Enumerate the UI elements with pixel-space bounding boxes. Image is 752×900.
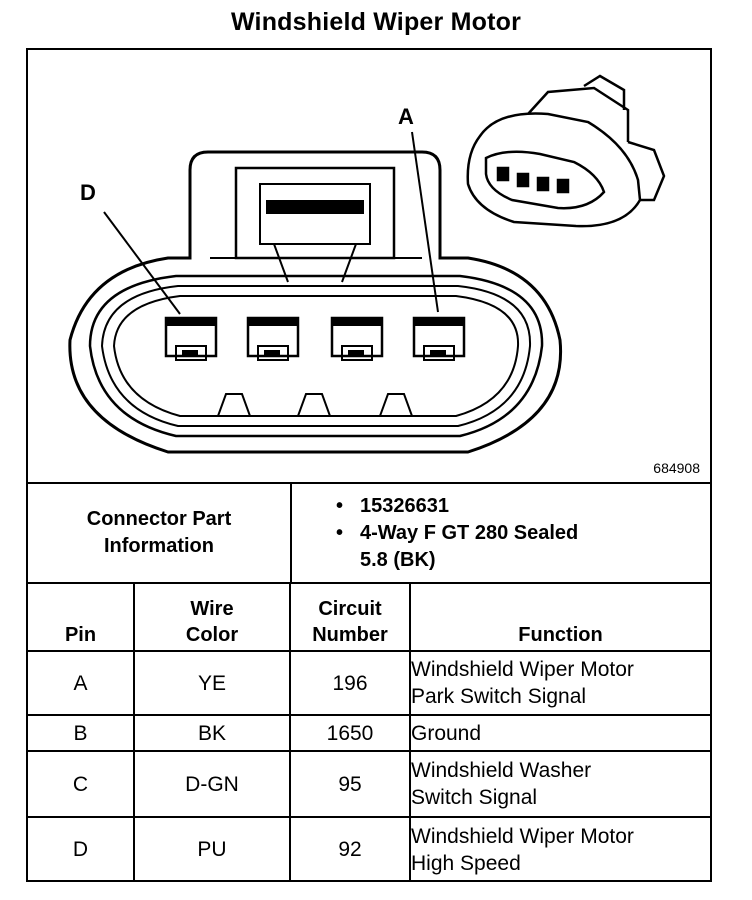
connector-outer-shell bbox=[68, 150, 563, 454]
pin-cell: A bbox=[28, 650, 135, 716]
connector-isometric-view bbox=[466, 74, 666, 228]
circuit-cell: 95 bbox=[289, 750, 411, 818]
key-notch-1 bbox=[217, 393, 251, 417]
connector-frame: D A 684908 Connector Part Information •1… bbox=[26, 48, 712, 882]
pin-cell: C bbox=[28, 750, 135, 818]
leader-line-a bbox=[411, 131, 439, 313]
connector-face-drawing bbox=[68, 74, 666, 454]
header-circuit-number: Circuit Number bbox=[289, 582, 411, 652]
table-row: D PU 92 Windshield Wiper Motor High Spee… bbox=[28, 816, 710, 881]
wire-color-cell: YE bbox=[133, 650, 291, 716]
pin-cavity-c bbox=[246, 316, 300, 361]
part-number: 15326631 bbox=[360, 494, 449, 517]
circuit-cell: 1650 bbox=[289, 714, 411, 752]
function-cell: Windshield Wiper Motor High Speed bbox=[409, 816, 710, 881]
pin-cell: B bbox=[28, 714, 135, 752]
latch-bar bbox=[266, 200, 364, 214]
pin-cavity-b bbox=[330, 316, 384, 361]
circuit-cell: 92 bbox=[289, 816, 411, 881]
table-row: A YE 196 Windshield Wiper Motor Park Swi… bbox=[28, 650, 710, 716]
part-description-cont: 5.8 (BK) bbox=[360, 548, 436, 571]
header-wire-color: Wire Color bbox=[133, 582, 291, 652]
part-description: 4-Way F GT 280 Sealed bbox=[360, 521, 579, 544]
function-cell: Windshield Wiper Motor Park Switch Signa… bbox=[409, 650, 710, 716]
wire-color-cell: D-GN bbox=[133, 750, 291, 818]
wire-color-cell: PU bbox=[133, 816, 291, 881]
table-row: C D-GN 95 Windshield Washer Switch Signa… bbox=[28, 750, 710, 818]
connector-info-label: Connector Part Information bbox=[28, 482, 292, 582]
pinout-table: Pin Wire Color Circuit Number Function A… bbox=[28, 582, 710, 881]
header-pin: Pin bbox=[28, 582, 135, 652]
pin-cell: D bbox=[28, 816, 135, 881]
connector-part-info: Connector Part Information •15326631 • 4… bbox=[28, 482, 710, 582]
table-row: B BK 1650 Ground bbox=[28, 714, 710, 752]
key-notch-3 bbox=[379, 393, 413, 417]
leader-line-d bbox=[103, 211, 181, 315]
connector-info-values: •15326631 • 4-Way F GT 280 Sealed 5.8 (B… bbox=[291, 482, 710, 582]
figure-id: 684908 bbox=[653, 460, 700, 476]
pin-cavity-d bbox=[164, 316, 218, 361]
diagram-title: Windshield Wiper Motor bbox=[230, 8, 522, 36]
header-function: Function bbox=[409, 582, 710, 652]
pin-cavity-a bbox=[412, 316, 466, 361]
connector-seal-mid bbox=[100, 285, 532, 427]
part-description-line: • 4-Way F GT 280 Sealed 5.8 (BK) bbox=[292, 520, 710, 574]
connector-seal-inner bbox=[112, 295, 520, 417]
connector-seal-outer bbox=[88, 274, 544, 438]
function-cell: Ground bbox=[409, 714, 710, 752]
callout-pin-a: A bbox=[398, 104, 414, 129]
function-cell: Windshield Washer Switch Signal bbox=[409, 750, 710, 818]
connector-illustration: D A 684908 bbox=[28, 50, 710, 482]
callout-pin-d: D bbox=[80, 180, 96, 205]
latch-tab bbox=[259, 183, 371, 245]
pinout-header-row: Pin Wire Color Circuit Number Function bbox=[28, 582, 710, 652]
circuit-cell: 196 bbox=[289, 650, 411, 716]
key-notch-2 bbox=[297, 393, 331, 417]
wire-color-cell: BK bbox=[133, 714, 291, 752]
part-number-line: •15326631 bbox=[292, 493, 710, 520]
